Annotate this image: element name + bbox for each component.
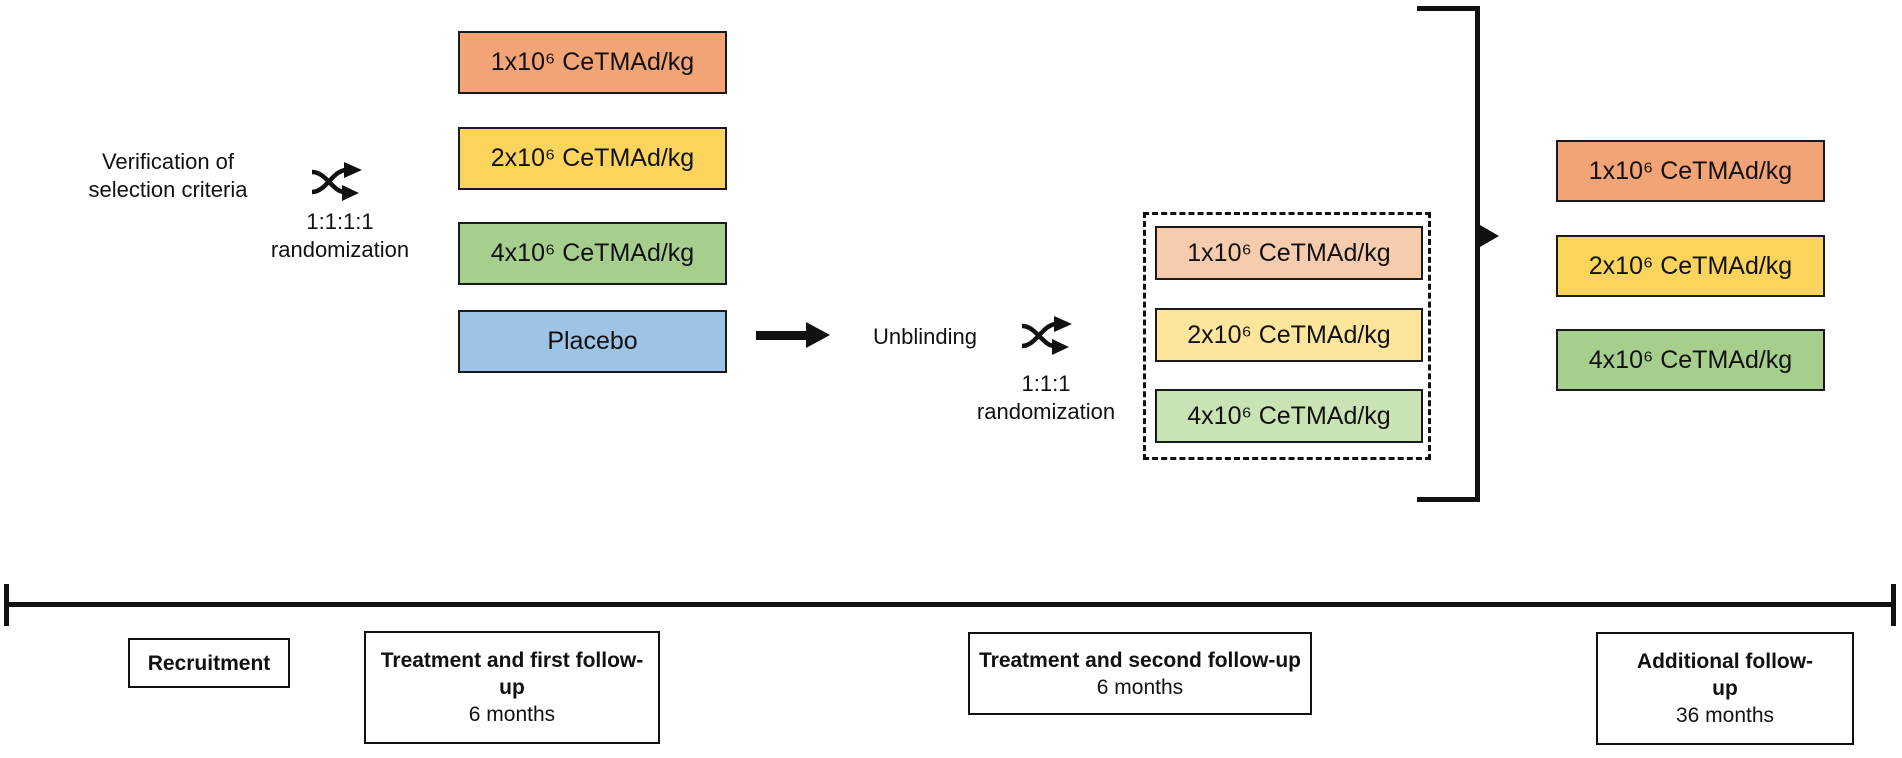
bracket-arrow-icon	[1480, 225, 1499, 247]
arm-label: 1x10⁶ CeTMAd/kg	[1187, 238, 1391, 267]
arm-label: 1x10⁶ CeTMAd/kg	[490, 48, 695, 76]
unblinding-label: Unblinding	[873, 324, 977, 349]
randomization-2-label: 1:1:1 randomization	[976, 371, 1116, 424]
arm-box-dose2-rerandomized: 2x10⁶ CeTMAd/kg	[1155, 308, 1423, 362]
arm-box-dose4-followup: 4x10⁶ CeTMAd/kg	[1556, 329, 1825, 391]
arm-label: 4x10⁶ CeTMAd/kg	[1588, 345, 1793, 374]
arm-box-dose4: 4x10⁶ CeTMAd/kg	[458, 222, 727, 285]
phase-box-second-followup: Treatment and second follow-up 6 months	[968, 632, 1312, 715]
phase-title: Recruitment	[147, 651, 271, 675]
arm-box-dose1-followup: 1x10⁶ CeTMAd/kg	[1556, 140, 1825, 202]
arm-box-dose1: 1x10⁶ CeTMAd/kg	[458, 31, 727, 94]
phase-box-first-followup: Treatment and first follow- up 6 months	[364, 631, 660, 744]
phase-duration: 6 months	[1096, 675, 1184, 699]
arm-box-dose2-followup: 2x10⁶ CeTMAd/kg	[1556, 235, 1825, 297]
phase-duration: 6 months	[468, 703, 556, 726]
phase-title: Treatment and second follow-up	[978, 648, 1302, 672]
arm-label: 4x10⁶ CeTMAd/kg	[1187, 401, 1391, 430]
arm-box-dose2: 2x10⁶ CeTMAd/kg	[458, 127, 727, 190]
arm-label: 4x10⁶ CeTMAd/kg	[490, 239, 695, 267]
arm-box-dose1-rerandomized: 1x10⁶ CeTMAd/kg	[1155, 226, 1423, 280]
phase-box-additional-followup: Additional follow- up 36 months	[1596, 632, 1854, 745]
arm-label: 1x10⁶ CeTMAd/kg	[1588, 156, 1793, 185]
second-randomization-group	[1143, 212, 1431, 460]
arm-label: Placebo	[547, 327, 638, 355]
shuffle-icon	[311, 162, 362, 201]
arm-box-dose4-rerandomized: 4x10⁶ CeTMAd/kg	[1155, 389, 1423, 443]
screening-label: Verification of selection criteria	[88, 149, 248, 202]
phase-box-recruitment: Recruitment	[128, 638, 290, 688]
randomization-1-label: 1:1:1:1 randomization	[270, 209, 410, 262]
arm-box-placebo: Placebo	[458, 310, 727, 373]
phase-duration: 36 months	[1675, 704, 1775, 727]
arm-label: 2x10⁶ CeTMAd/kg	[490, 144, 695, 172]
arm-label: 2x10⁶ CeTMAd/kg	[1588, 251, 1793, 280]
phase-title: Treatment and first follow- up	[380, 649, 644, 699]
arm-label: 2x10⁶ CeTMAd/kg	[1187, 320, 1391, 349]
phase-title: Additional follow- up	[1636, 650, 1814, 700]
shuffle-icon	[1021, 316, 1072, 355]
